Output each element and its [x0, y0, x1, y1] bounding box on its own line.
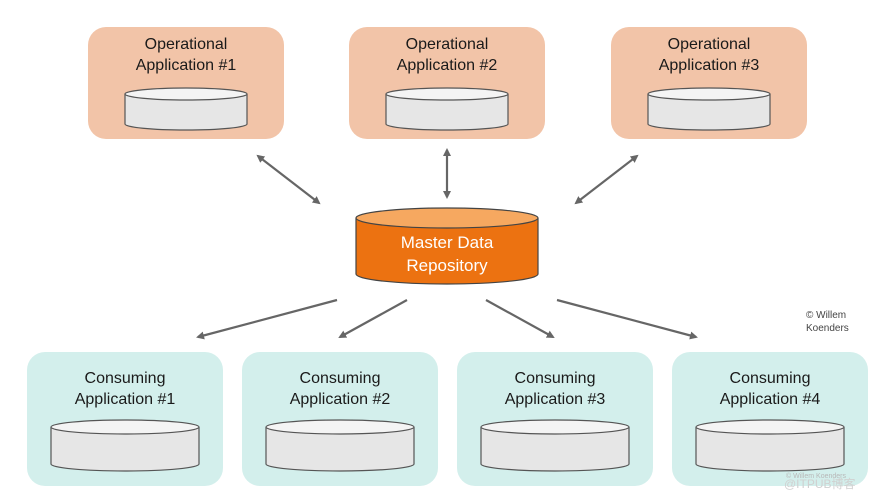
- operational-application-2: Operational Application #2: [349, 27, 545, 139]
- arrow-master-cons1: [196, 298, 338, 340]
- arrow-master-cons4: [556, 298, 698, 340]
- master-data-repository-cylinder: [355, 207, 539, 285]
- consuming-application-3: Consuming Application #3: [457, 352, 653, 486]
- master-data-repository-label: Master Data Repository: [400, 233, 494, 275]
- consuming-application-2: Consuming Application #2: [242, 352, 438, 486]
- operational-application-3-label: Operational Application #3: [658, 36, 760, 74]
- database-cylinder-icon: [647, 87, 771, 131]
- consuming-application-1: Consuming Application #1: [27, 352, 223, 486]
- consuming-application-1-label: Consuming Application #1: [74, 370, 176, 408]
- consuming-application-4-label: Consuming Application #4: [719, 370, 821, 408]
- copyright-credit: © Willem Koenders: [806, 310, 849, 334]
- consuming-application-2-label: Consuming Application #2: [289, 370, 391, 408]
- database-cylinder-icon: [265, 419, 415, 472]
- operational-application-3: Operational Application #3: [611, 27, 807, 139]
- watermark-author: © Willem Koenders: [786, 473, 847, 480]
- database-cylinder-icon: [50, 419, 200, 472]
- operational-application-2-label: Operational Application #2: [396, 36, 498, 74]
- database-cylinder-icon: [695, 419, 845, 472]
- database-cylinder-icon: [385, 87, 509, 131]
- database-cylinder-icon: [480, 419, 630, 472]
- arrow-master-cons2: [338, 299, 408, 338]
- arrow-op3-master: [574, 154, 639, 205]
- consuming-application-3-label: Consuming Application #3: [504, 370, 606, 408]
- operational-application-1: Operational Application #1: [88, 27, 284, 139]
- watermark-site: @ITPUB博客: [784, 477, 856, 491]
- consuming-application-4: Consuming Application #4: [672, 352, 868, 486]
- arrow-op1-master: [256, 154, 321, 205]
- database-cylinder-icon: [124, 87, 248, 131]
- arrow-master-cons3: [485, 299, 555, 338]
- operational-application-1-label: Operational Application #1: [135, 36, 237, 74]
